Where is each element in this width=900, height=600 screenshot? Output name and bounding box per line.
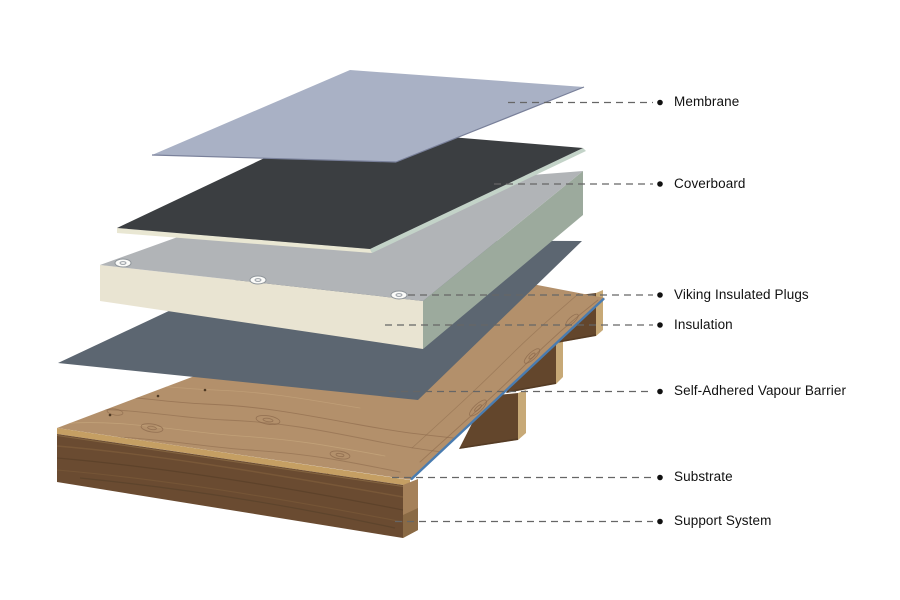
insulation-side-face [423, 171, 583, 349]
fascia-grain [57, 435, 403, 529]
insulation-front-face [100, 265, 423, 349]
coverboard-layer [117, 127, 586, 253]
leader-bullets [657, 99, 663, 525]
membrane-layer [151, 70, 585, 163]
label-self-adhered-vapour-barrier: Self-Adhered Vapour Barrier [674, 383, 847, 398]
bullet-dot [657, 292, 663, 298]
insulated-plug [390, 290, 408, 300]
insulated-plug [249, 275, 267, 285]
coverboard-edge-cream [117, 228, 372, 253]
bullet-dot [657, 99, 663, 106]
membrane-sheet [152, 70, 584, 162]
bullet-dot [657, 322, 663, 328]
insulated-plug [114, 258, 132, 268]
coverboard-top-face [117, 127, 583, 249]
bullet-dot [657, 474, 663, 481]
label-coverboard: Coverboard [674, 176, 746, 191]
label-support-system: Support System [674, 513, 772, 528]
joist [459, 390, 526, 449]
label-viking-insulated-plugs: Viking Insulated Plugs [674, 287, 809, 302]
bullet-dot [657, 518, 663, 525]
coverboard-edge-mint [370, 148, 586, 253]
label-insulation: Insulation [674, 317, 733, 332]
leader-lines [385, 101, 653, 523]
bullet-dot [657, 181, 663, 187]
plywood-edge-strip [57, 428, 410, 486]
deck-edge-line [410, 297, 605, 481]
corner-post-shade [403, 508, 418, 538]
bullet-dot [657, 388, 663, 395]
label-membrane: Membrane [674, 94, 740, 109]
label-substrate: Substrate [674, 469, 733, 484]
